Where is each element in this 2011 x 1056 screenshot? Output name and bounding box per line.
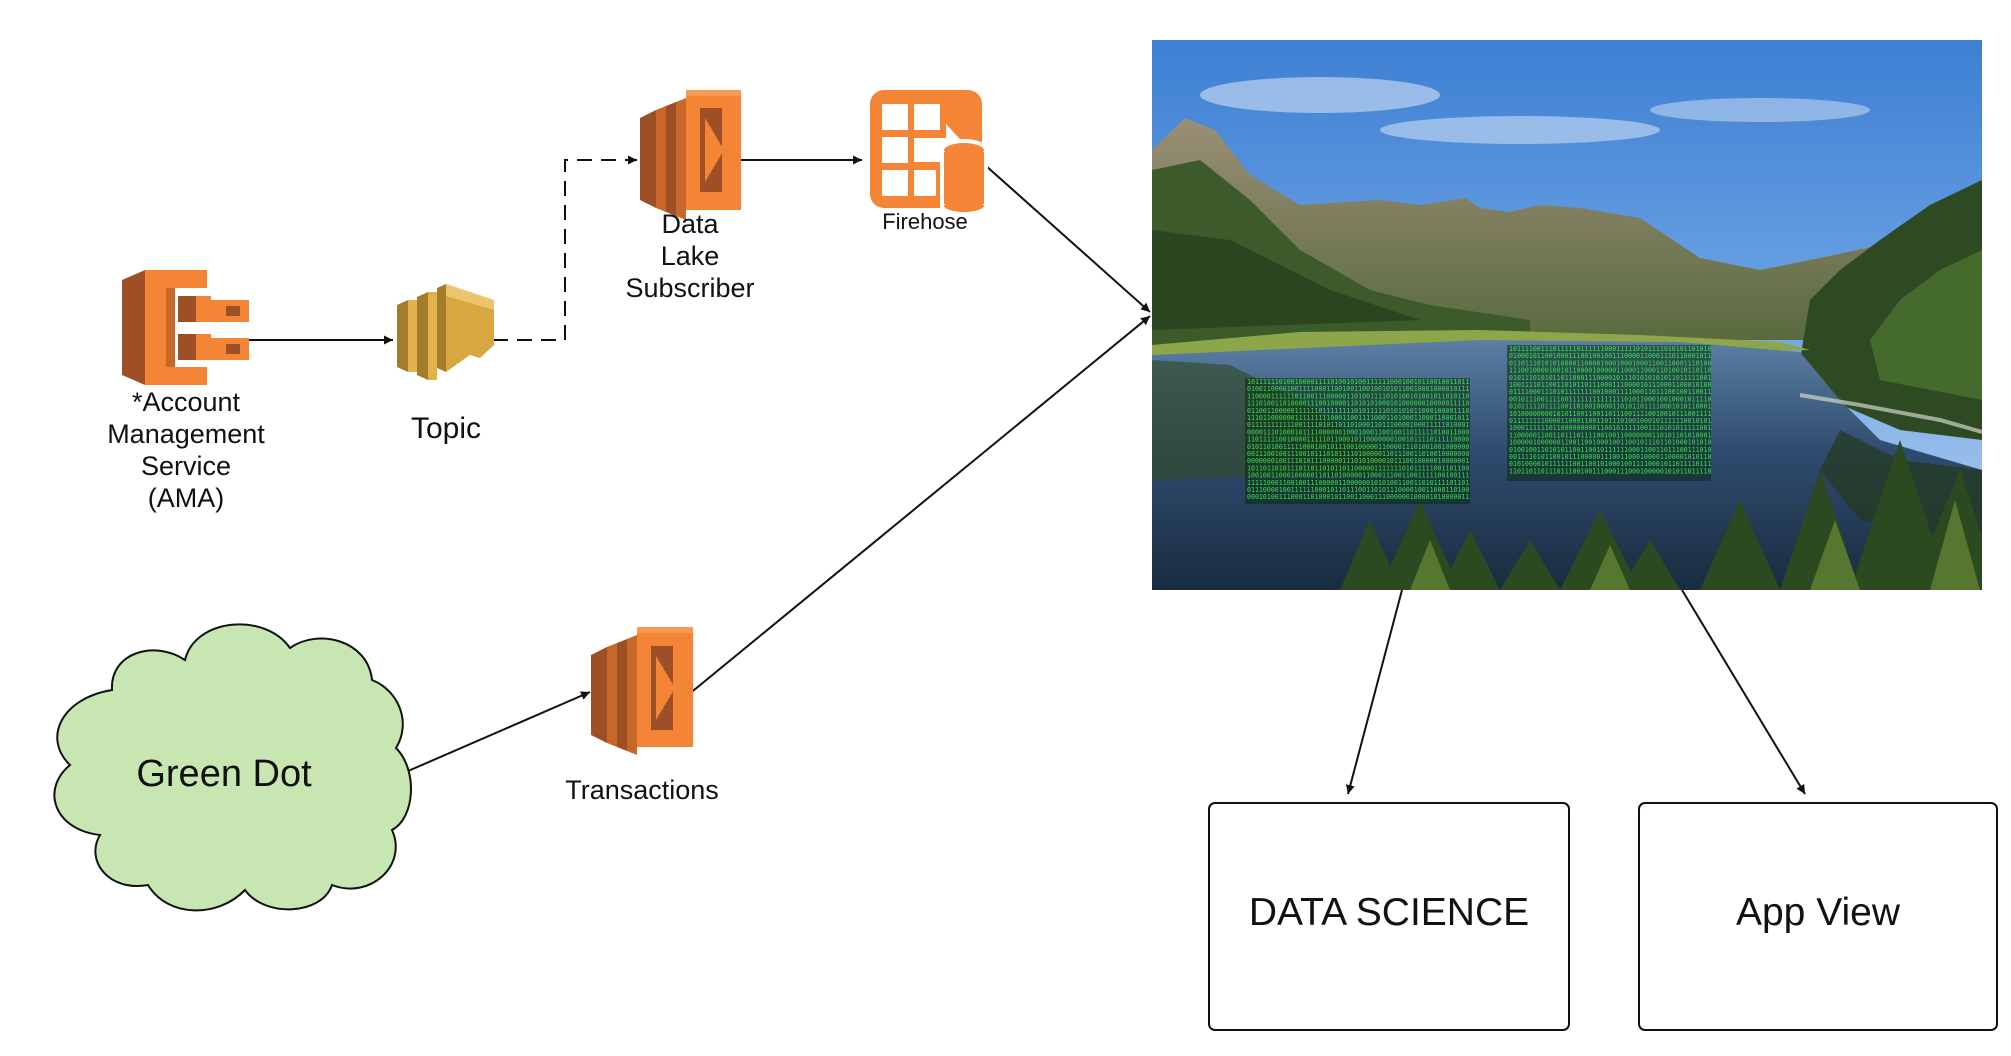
edge-transactions-to-data-lake [687,315,1151,696]
topic-label: Topic [411,412,481,445]
app-view-label: App View [1736,891,1901,934]
binary-matrix-overlay-right [1507,345,1711,481]
binary-matrix-row: 1001001100010000011011010000011000111001… [1247,472,1469,480]
data-lake-subscriber-node[interactable]: Data Lake Subscriber [625,90,755,303]
data-science-box [1208,802,1570,1031]
binary-matrix-row: 0111000010011111100010110111001101011100… [1247,486,1469,494]
binary-matrix-row: 0110111010101000011000010001000100011001… [1509,359,1711,367]
binary-matrix-row: 1100001111110110011100000110100111101010… [1247,392,1469,400]
edge-green-dot-to-transactions [391,691,591,779]
green-dot-label: Green Dot [136,753,312,795]
binary-matrix-row: 1000001000000110011001000100110010111011… [1509,439,1711,447]
binary-matrix-row: 1110110000001111111110001100111100011010… [1247,414,1469,422]
firehose-node[interactable]: Firehose [870,90,988,234]
data-science-label: DATA SCIENCE [1249,891,1529,934]
binary-matrix-row: 0101110101011011000111000010111010101010… [1509,374,1711,382]
binary-matrix-row: 0110011000001111110111111110101111101010… [1247,407,1469,415]
app-view-box [1638,802,1998,1031]
green-dot-node[interactable]: Green Dot [53,623,412,912]
edge-firehose-to-data-lake [984,164,1151,313]
binary-matrix-overlay-left [1245,378,1470,504]
cloud-shape [53,623,412,912]
data-lake-subscriber-label-line-3: Subscriber [625,273,754,303]
transactions-label: Transactions [565,775,719,805]
binary-matrix-row: 1111100011001001110000011000000101010011… [1247,479,1469,487]
ama-label-line-4: (AMA) [148,483,225,513]
app-view-node[interactable]: App View [1638,802,1998,1031]
binary-matrix-row: 0101000010111111001100101000100111100010… [1509,460,1711,468]
binary-matrix-row: 0010111001111001111111111111101011000100… [1509,395,1711,403]
binary-matrix-row: 0100100110101011001100101111110001100110… [1509,446,1711,454]
edge-data-lake-to-app-view [1681,589,1806,795]
binary-matrix-row: 0111100011101011111110010001111000110111… [1509,388,1711,396]
binary-matrix-row: 0000111010001011110000001000100011001001… [1247,428,1469,436]
binary-matrix-row: 1001111011001101011011100011100001011100… [1509,381,1711,389]
binary-matrix-row: 1101111100100001111101100010110000000100… [1247,436,1469,444]
lambda-function-icon [591,627,693,755]
sns-topic-icon [397,284,494,380]
binary-matrix-row: 1000111111011000000000110010111110011101… [1509,424,1711,432]
binary-matrix-row: 0011110101100101110000011100110001000011… [1509,453,1711,461]
ama-node[interactable]: *Account Management Service (AMA) [107,270,265,513]
binary-matrix-row: 1100000110011011101111001001100000001101… [1509,431,1711,439]
edge-data-lake-to-data-science [1345,589,1403,795]
binary-matrix-row: 0000000100111010111000001110101000010111… [1247,457,1469,465]
binary-matrix-row: 1110100110100001110010000110101010001010… [1247,400,1469,408]
binary-matrix-row: 0101111101111001101001000011010110111100… [1509,403,1711,411]
ama-label-line-1: *Account [132,387,241,417]
binary-matrix-row: 0100110000100111100011001001100100101011… [1247,385,1469,393]
binary-matrix-row: 0100010110010001110010010011100001100011… [1509,352,1711,360]
binary-matrix-row: 0001010011100011010001011001100011100000… [1247,493,1469,501]
edge-topic-to-data-lake-subscriber [493,155,637,341]
binary-matrix-row: 1011111101001000011110100101001111110001… [1247,378,1469,386]
binary-matrix-row: 0111111110000110001100110111010010001011… [1509,417,1711,425]
data-lake-subscriber-label-line-1: Data [661,209,719,239]
data-lake-subscriber-label-line-2: Lake [661,241,720,271]
data-lake-landscape-photo: 1011111101001000011110100101001111110001… [1152,40,1982,590]
data-science-node[interactable]: DATA SCIENCE [1208,802,1570,1031]
binary-matrix-row: 1101101101110111001001110001110001000001… [1509,467,1711,475]
binary-matrix-row: 1010000000010101100110011011100111100100… [1509,410,1711,418]
ama-label-line-3: Service [141,451,231,481]
binary-matrix-row: 0101101001111100010010111001000001100001… [1247,443,1469,451]
binary-matrix-row: 1110010000100101100001000001100011000110… [1509,367,1711,375]
ama-label-line-2: Management [107,419,265,449]
binary-matrix-row: 1011011010111011011010110110000011111110… [1247,464,1469,472]
topic-node[interactable]: Topic [397,284,494,445]
lambda-function-icon [640,90,741,220]
ecs-cluster-icon [122,270,249,385]
firehose-label: Firehose [882,209,968,234]
kinesis-firehose-icon [870,90,988,216]
binary-matrix-row: 1011110011101111101111110001111101011110… [1509,345,1711,353]
binary-matrix-row: 0011100100111001011101011110100000110111… [1247,450,1469,458]
binary-matrix-row: 0111111111110011110101101101000110111000… [1247,421,1469,429]
transactions-node[interactable]: Transactions [565,627,719,805]
